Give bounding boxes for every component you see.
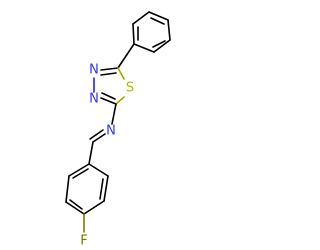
- ring-n3-c2-bond: [100, 97, 117, 105]
- ring-nitrogen-lower-label: N: [89, 92, 99, 107]
- phenyl-bond: [153, 39, 171, 53]
- c2-imine-n-bond: [111, 103, 117, 125]
- aryl-bond: [88, 163, 109, 177]
- ch-aryl-bond: [88, 141, 94, 165]
- phenyl-bond: [132, 11, 150, 25]
- fluorophenyl-ring: [65, 163, 109, 215]
- imine-nitrogen-label: N: [106, 124, 116, 139]
- aryl-bond: [65, 201, 85, 215]
- molecule-diagram: N N S N F: [65, 11, 171, 249]
- thiadiazole-ring: [93, 67, 125, 105]
- phenyl-bond: [148, 11, 169, 21]
- aryl-double-bond: [99, 178, 104, 200]
- ring-c5-n4-bond: [100, 67, 119, 71]
- aryl-double-bond: [69, 199, 83, 210]
- imine-double-bond: [92, 133, 106, 143]
- fluorine-label: F: [80, 234, 87, 249]
- aryl-bond: [83, 200, 105, 215]
- aryl-bond: [68, 163, 90, 177]
- phenyl-ring: [132, 11, 171, 53]
- phenyl-bond: [132, 23, 135, 45]
- ring-n3-c2-double-bond: [101, 92, 116, 100]
- ring-sulfur-label: S: [126, 81, 134, 96]
- phenyl-thiadiazole-bond: [117, 43, 135, 69]
- imine-double-bond-inner: [89, 129, 104, 140]
- ring-c2-s-bond: [115, 96, 125, 105]
- phenyl-double-bond: [150, 17, 165, 25]
- ring-nitrogen-upper-label: N: [89, 63, 99, 78]
- ring-c5-n4-double-bond: [100, 72, 117, 76]
- aryl-bond: [103, 175, 109, 202]
- ring-s-c5-bond: [117, 67, 125, 80]
- aryl-double-bond: [72, 168, 89, 179]
- phenyl-double-bond: [152, 40, 166, 48]
- aryl-bond: [65, 175, 70, 203]
- phenyl-bond: [167, 19, 171, 41]
- phenyl-bond: [133, 43, 155, 53]
